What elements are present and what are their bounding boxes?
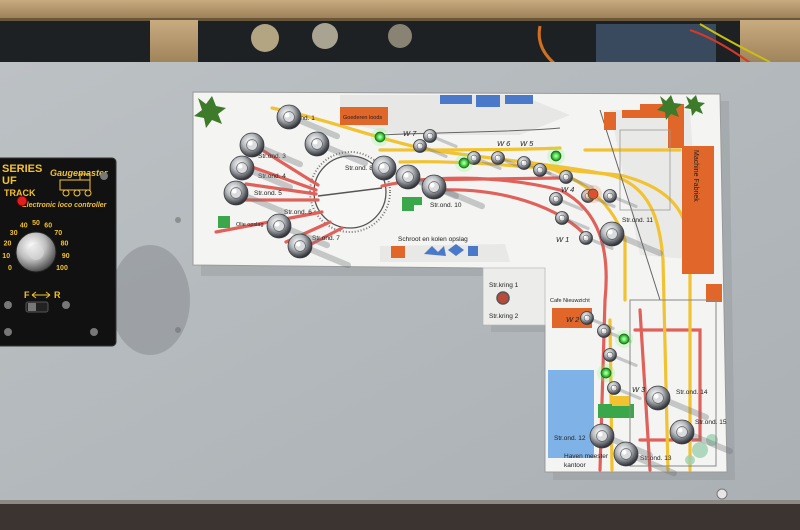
wooden-beam — [0, 0, 800, 18]
toggle-switch[interactable] — [645, 385, 709, 421]
dial-mark: 40 — [20, 223, 28, 230]
dial-mark: 0 — [8, 265, 12, 272]
toggle-switch[interactable] — [533, 163, 568, 183]
label-machine-fabriek: Machine Fabriek — [692, 150, 699, 202]
label-str-kring-2: Str.kring 2 — [489, 313, 519, 320]
label-w3: W 3 — [632, 385, 646, 394]
toggle-switch[interactable] — [239, 132, 303, 168]
label-w1: W 1 — [556, 235, 569, 244]
direction-f-label: F — [24, 290, 30, 300]
toggle-switch[interactable] — [603, 189, 638, 209]
dial-mark: 90 — [62, 253, 70, 260]
toggle-switch[interactable] — [613, 441, 677, 477]
red-led — [587, 188, 599, 200]
label-str-ond-12: Str.ond. 12 — [554, 435, 586, 442]
label-w2: W 2 — [566, 315, 580, 324]
green-led — [618, 333, 630, 345]
label-w6: W 6 — [497, 139, 511, 148]
label-str-ond-7: Str.ond. 7 — [312, 235, 340, 242]
green-led — [550, 150, 562, 162]
toggle-switch[interactable] — [580, 311, 615, 331]
controller-series-sub: UF — [2, 175, 17, 187]
dial-mark: 100 — [56, 265, 68, 272]
power-unit — [596, 24, 716, 64]
label-w7: W 7 — [403, 129, 417, 138]
toggle-switch[interactable] — [287, 233, 351, 269]
direction-arrow-icon — [31, 291, 51, 299]
green-led — [458, 157, 470, 169]
indicator-leds — [371, 128, 633, 382]
str-kring-push-button[interactable] — [496, 291, 510, 305]
label-olie-opslag: Olie opslag — [236, 222, 264, 228]
controller-brand: Gaugemaster — [50, 168, 108, 178]
track-panel: Str.ond. 1 Goederen loods W 7 W 6 W 5 W … — [192, 91, 728, 473]
green-led — [374, 131, 386, 143]
label-str-ond-13: Str.ond. 13 — [640, 455, 672, 462]
label-w4: W 4 — [561, 185, 574, 194]
label-str-ond-5: Str.ond. 5 — [254, 190, 282, 197]
harbour-water — [548, 370, 594, 458]
label-str-ond-8: Str.ond. 8 — [345, 165, 373, 172]
cafe-building — [552, 308, 592, 328]
wooden-post-right — [740, 20, 800, 65]
toggle-switch[interactable] — [223, 180, 287, 216]
label-haven-meester: Haven meester — [564, 453, 609, 460]
toggle-switch[interactable] — [413, 139, 448, 159]
locomotive-icon — [59, 173, 92, 197]
toggle-switch[interactable] — [603, 348, 638, 368]
toggle-switch[interactable] — [304, 131, 368, 167]
label-w5: W 5 — [520, 139, 534, 148]
loco-controller: SERIES UF Gaugemaster TRACK Electronic l… — [0, 157, 117, 347]
toggle-switch[interactable] — [607, 381, 642, 401]
toggle-switch[interactable] — [559, 170, 594, 190]
green-led — [600, 367, 612, 379]
dial-mark: 50 — [32, 220, 40, 227]
toggle-switch[interactable] — [421, 174, 485, 210]
label-str-ond-4: Str.ond. 4 — [258, 173, 286, 180]
label-str-ond-3: Str.ond. 3 — [258, 153, 286, 160]
board-edge — [0, 500, 800, 530]
dial-mark: 70 — [54, 230, 62, 237]
toggle-switch[interactable] — [423, 129, 458, 149]
dial-mark: 30 — [10, 230, 18, 237]
label-cafe: Cafe Nieuwzicht — [550, 298, 590, 304]
power-led — [16, 195, 28, 207]
label-str-ond-15: Str.ond. 15 — [695, 419, 727, 426]
wooden-post — [150, 20, 198, 65]
controller-track: TRACK — [4, 188, 36, 198]
toggle-switch[interactable] — [549, 192, 584, 212]
dial-mark: 10 — [2, 253, 10, 260]
toggle-switch[interactable] — [555, 211, 590, 231]
toggle-switch[interactable] — [229, 155, 293, 191]
goods-shed — [340, 107, 388, 125]
machine-factory — [682, 146, 714, 274]
dial-mark: 20 — [4, 241, 12, 248]
label-str-ond-6: Str.ond. 6 — [284, 209, 312, 216]
toggle-switch[interactable] — [669, 419, 733, 455]
toggle-switch[interactable] — [599, 221, 663, 257]
dial-mark: 60 — [44, 223, 52, 230]
label-schroot: Schroot en kolen opslag — [398, 236, 468, 243]
trees — [194, 95, 705, 128]
direction-r-label: R — [54, 290, 61, 300]
label-str-ond-11: Str.ond. 11 — [622, 217, 653, 224]
controller-series: SERIES — [2, 163, 42, 175]
toggle-switch[interactable] — [579, 231, 614, 251]
label-kantoor: kantoor — [564, 462, 587, 469]
controller-subtitle: Electronic loco controller — [22, 202, 108, 209]
toggle-switch[interactable] — [467, 151, 502, 171]
dial-mark: 80 — [61, 241, 69, 248]
toggle-switch[interactable] — [276, 104, 340, 140]
label-goederen-loods: Goederen loods — [343, 115, 382, 121]
label-str-ond-14: Str.ond. 14 — [676, 389, 708, 396]
label-str-kring-1: Str.kring 1 — [489, 282, 519, 289]
toggle-switches — [223, 104, 733, 477]
label-str-ond-10: Str.ond. 10 — [430, 202, 462, 209]
